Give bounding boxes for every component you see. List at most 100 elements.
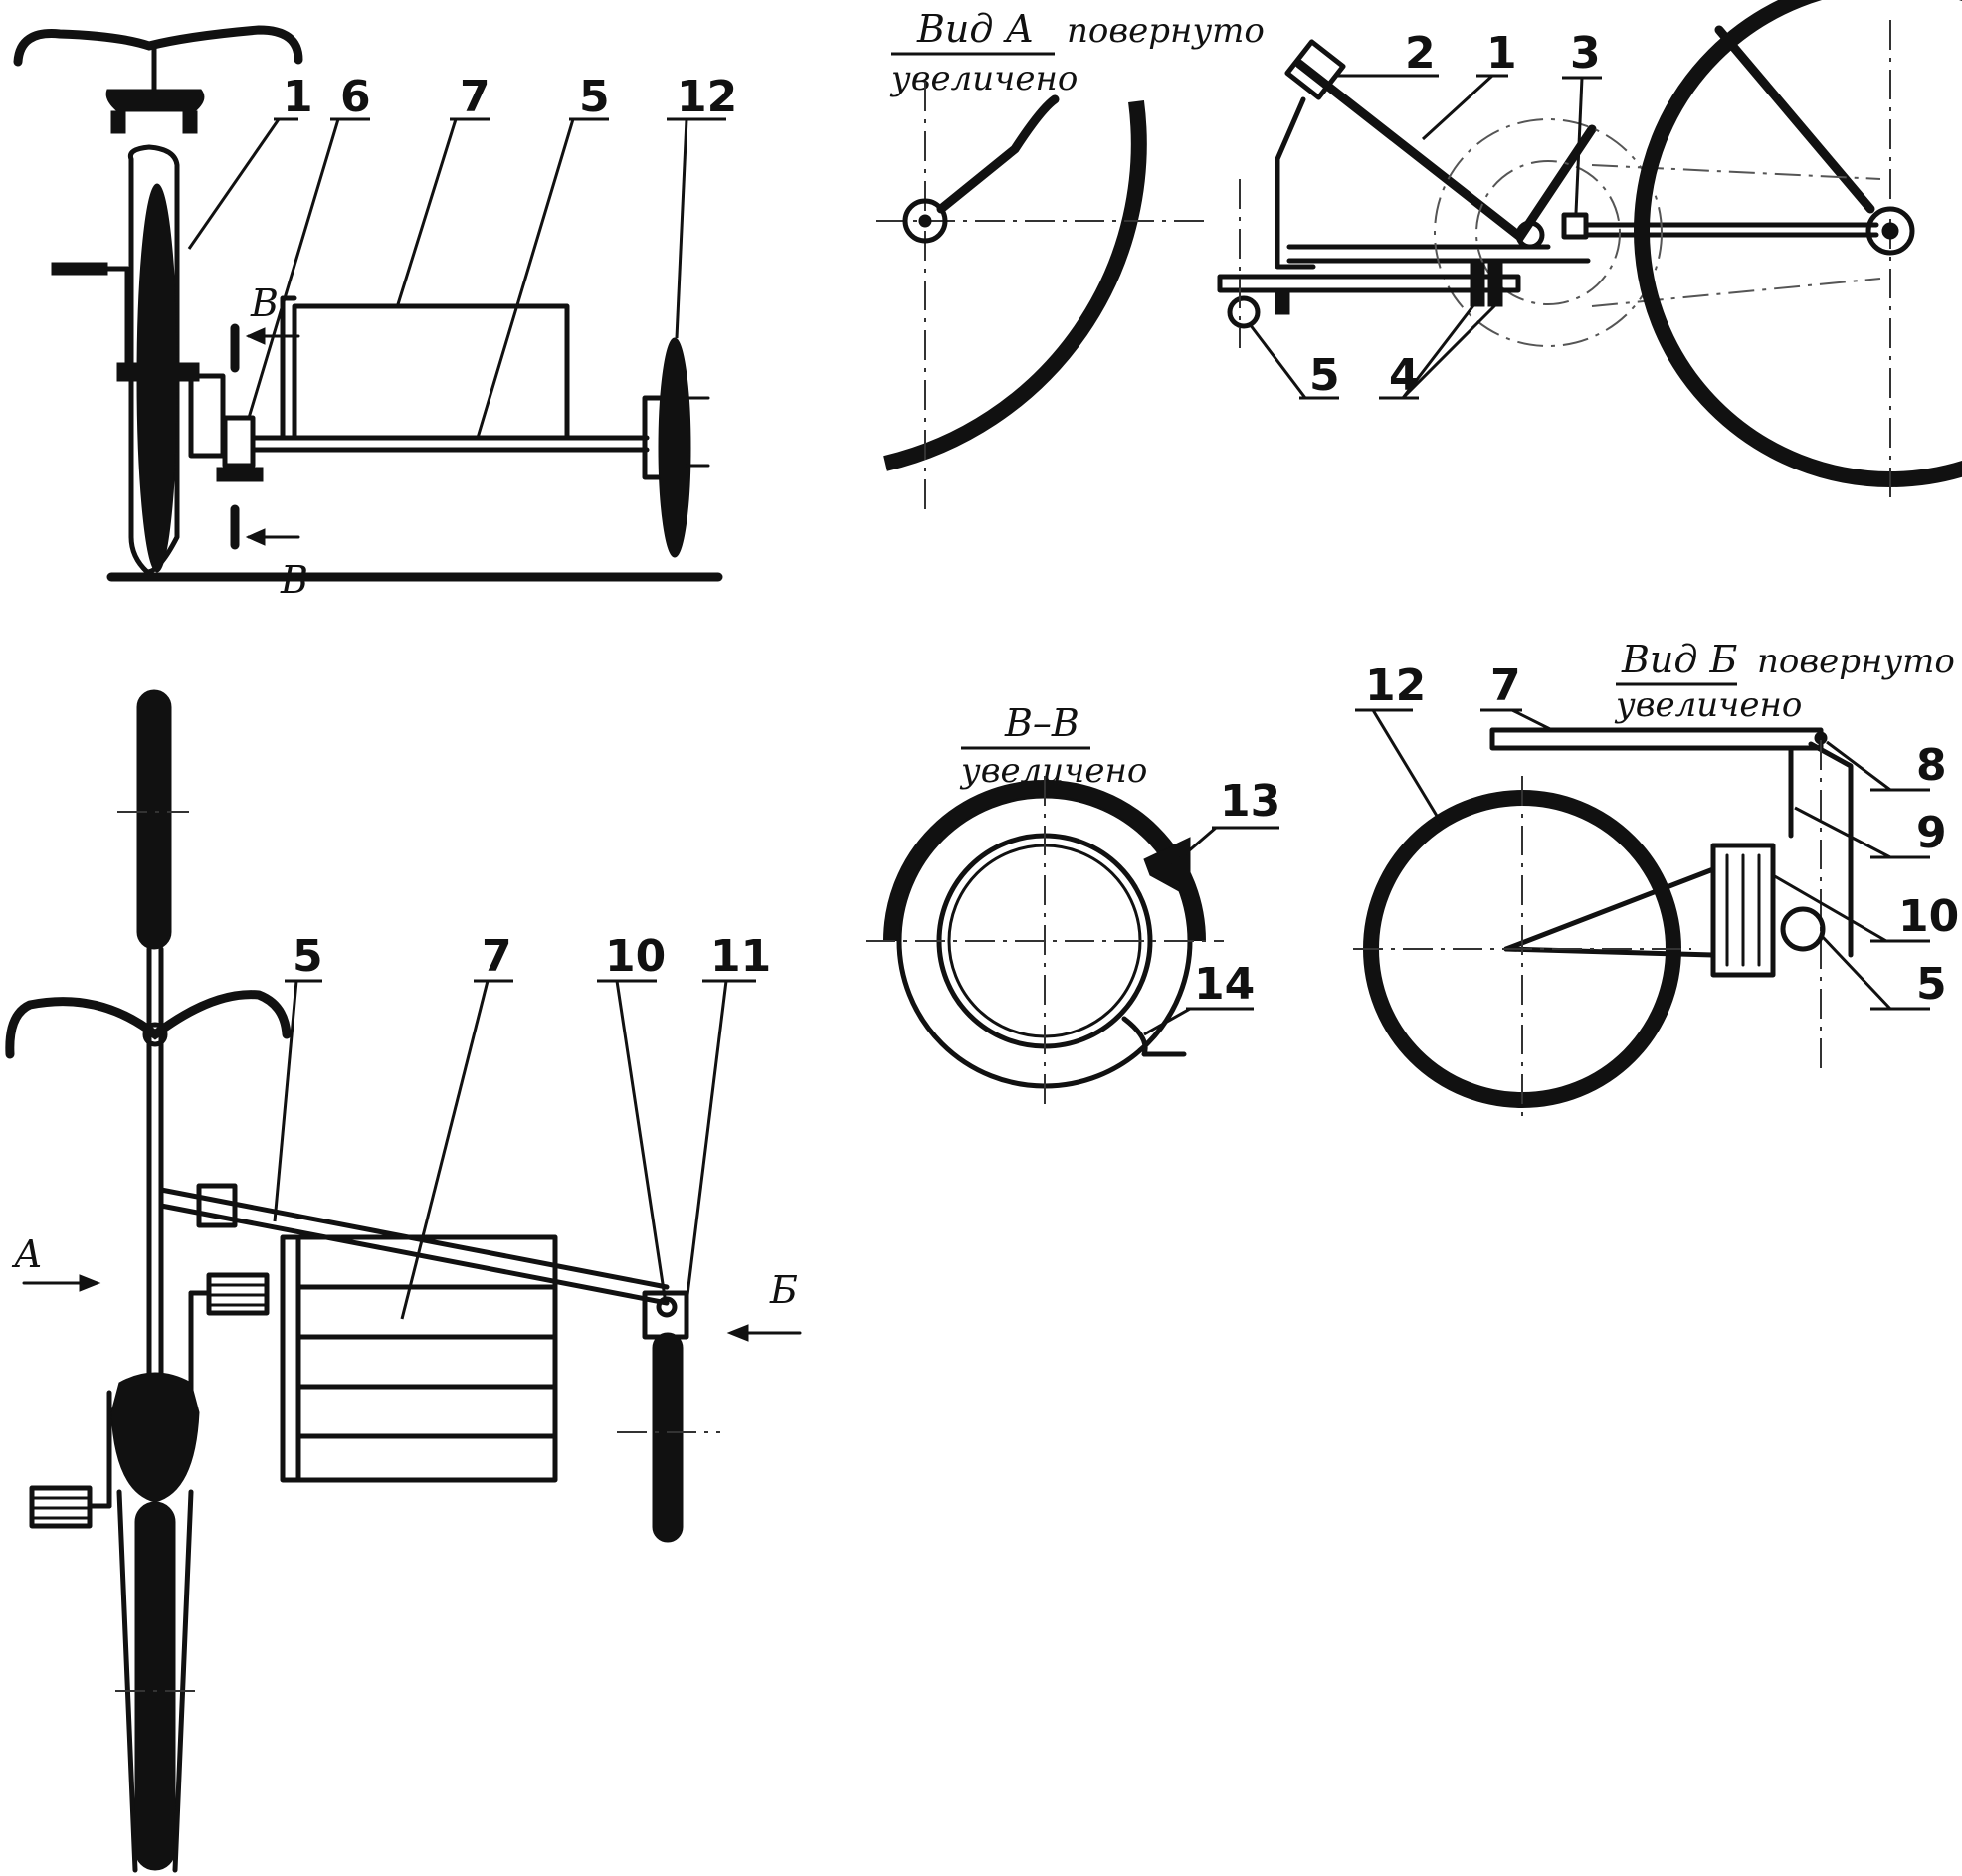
callout-12: 12: [677, 72, 737, 122]
leader-10p: [615, 980, 667, 1298]
leader-7p: [400, 980, 490, 1320]
platform-7: [292, 303, 570, 441]
pivot-10: [656, 1296, 678, 1318]
rear-stay-right: [172, 1489, 194, 1873]
chainring-outline: [1434, 118, 1663, 347]
rear-hub: [1865, 206, 1915, 256]
rear-wheel-plan: [134, 1501, 176, 1871]
lower-pedal: [216, 467, 264, 482]
section-arrowhead-top: [245, 327, 266, 345]
callout-5-view-b: 5: [1916, 959, 1947, 1010]
platform-7-plan: [280, 1234, 558, 1483]
arrow-a-label: А: [11, 1232, 43, 1276]
bottom-bracket-circle: [1515, 220, 1545, 250]
saddle-spring-right: [182, 110, 198, 134]
insert-13: [1143, 837, 1191, 898]
leader-13: [1171, 826, 1217, 867]
leader-3: [1574, 77, 1584, 214]
section-arrowhead-bottom: [245, 528, 266, 546]
bicycle-frame-tube: [127, 144, 180, 575]
saddle: [105, 89, 205, 112]
arrow-b-label: Б: [769, 1268, 798, 1312]
mount-block: [1275, 289, 1290, 315]
callout-10-view-b: 10: [1898, 891, 1959, 942]
view-a-note-enlarged: увеличено: [889, 59, 1078, 98]
callout-7-view-b: 7: [1490, 660, 1521, 711]
bracket-3: [1561, 212, 1589, 240]
front-hub: [902, 198, 948, 244]
view-b: Вид Б повернуто увеличено 12 7 8 9 10: [1353, 638, 1959, 1124]
leader-6: [247, 118, 340, 419]
leader-5p: [273, 980, 298, 1222]
axle-support: [1217, 274, 1521, 293]
leader-5a: [1248, 323, 1307, 399]
bottom-bracket: [116, 362, 200, 382]
callout-5-view-a: 5: [1309, 350, 1340, 401]
leader-1a: [1421, 74, 1494, 141]
leader-11p: [685, 980, 728, 1304]
front-wheel-plan: [136, 689, 172, 950]
callout-7-plan: 7: [482, 931, 512, 982]
callout-2: 2: [1405, 28, 1436, 79]
leader-5b: [1819, 933, 1892, 1011]
rear-wheel: [1634, 0, 1962, 487]
plan-view: А Б 5 7 10 11: [5, 689, 802, 1873]
leader-10b: [1772, 873, 1887, 943]
small-roller-5: [1227, 295, 1261, 329]
bearing-4b: [1487, 262, 1503, 307]
front-elevation-view: В В 1 6 7 5 12: [13, 25, 737, 602]
arrow-a: [79, 1274, 101, 1292]
clamp-6: [222, 415, 256, 469]
support-9: [1728, 745, 1794, 839]
callout-6: 6: [340, 72, 371, 122]
leader-12: [675, 118, 688, 339]
callout-13: 13: [1220, 776, 1280, 827]
bearing-4a: [1470, 262, 1485, 307]
handlebar-plan: [5, 990, 292, 1059]
wheel-arm-upper: [1503, 866, 1716, 952]
fork-blade: [936, 94, 1060, 214]
saddle-plan: [110, 1372, 200, 1503]
sidecar-wheel-12: [658, 337, 691, 558]
view-a-title: Вид А: [916, 7, 1034, 51]
leader-4b: [1401, 302, 1498, 400]
callout-1: 1: [283, 72, 313, 122]
axle-5-plan-lower: [158, 1203, 670, 1306]
section-mark-label-top: В: [250, 281, 279, 325]
section-vv-title: В–В: [1004, 701, 1079, 745]
callout-10-plan: 10: [605, 931, 666, 982]
leader-4a: [1401, 303, 1476, 399]
callout-9: 9: [1916, 808, 1947, 858]
leader-5: [476, 118, 575, 439]
clamp-2: [1284, 39, 1346, 100]
chain-line-upper: [1591, 164, 1881, 180]
frame-down-tube-1: [1294, 59, 1597, 244]
section-vv: В–В увеличено 13 14: [866, 701, 1280, 1104]
saddle-spring-left: [110, 110, 126, 134]
callout-7: 7: [460, 72, 490, 122]
view-a: Вид А повернуто увеличено: [876, 0, 1962, 517]
axle-end-5: [1780, 906, 1826, 952]
view-b-note-enlarged: увеличено: [1614, 685, 1802, 725]
clamp-6-plan: [196, 1183, 238, 1228]
view-b-title: Вид Б: [1621, 638, 1738, 681]
leader-9: [1794, 806, 1891, 859]
callout-5: 5: [579, 72, 610, 122]
rear-axle: [1881, 222, 1899, 240]
stem-plan: [142, 1022, 168, 1047]
front-axle: [918, 214, 932, 228]
leader-14: [1143, 1007, 1191, 1036]
callout-8: 8: [1916, 740, 1947, 791]
callout-1-view-a: 1: [1486, 28, 1517, 79]
bearing-block-10: [1710, 843, 1776, 978]
chain-line-lower: [1591, 278, 1881, 307]
seat-stay: [1714, 25, 1875, 214]
frame-bracket: [188, 373, 226, 459]
arrow-b: [726, 1324, 749, 1342]
callout-3: 3: [1570, 28, 1601, 79]
bracket-arm: [1275, 96, 1316, 270]
front-wheel-arc: [883, 99, 1147, 471]
section-mark-label-bottom: В: [280, 558, 308, 602]
callout-12-view-b: 12: [1365, 660, 1426, 711]
